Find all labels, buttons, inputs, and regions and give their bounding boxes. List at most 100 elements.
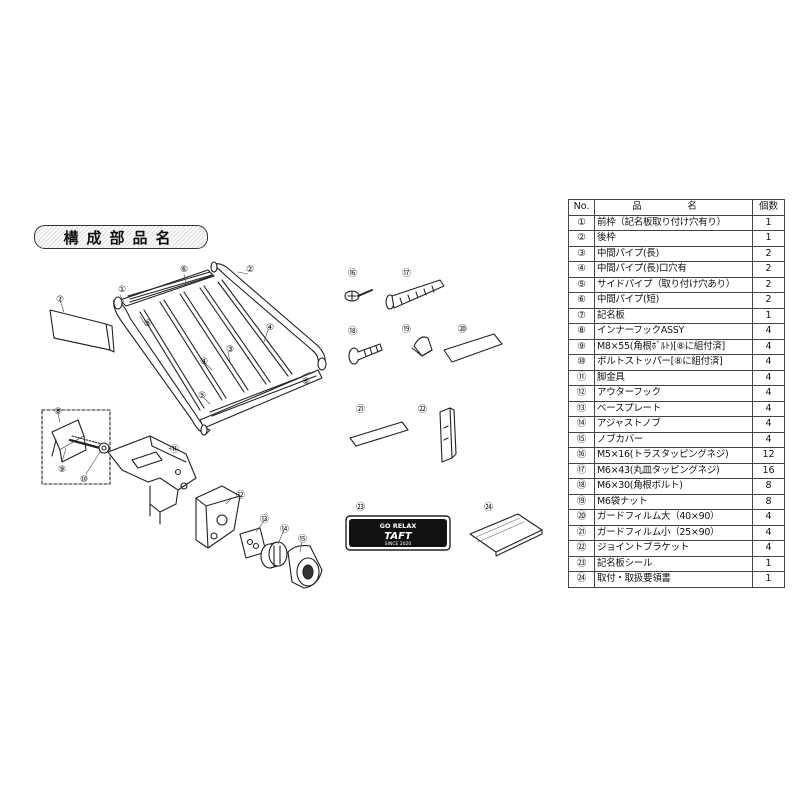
callout-24: ㉔ (484, 502, 493, 513)
guard-film-small-illustration (349, 421, 409, 447)
callout-15: ⑮ (298, 534, 307, 545)
cell-no: ① (568, 214, 595, 231)
table-header-row: No. 品 名 個数 (568, 199, 785, 216)
cell-no: ⑥ (568, 292, 595, 309)
cell-qty: 2 (752, 292, 785, 309)
callout-9: ⑨ (58, 465, 66, 475)
cell-no: ⑯ (568, 447, 595, 464)
callout-3: ③ (226, 345, 234, 355)
cell-no: ⑤ (568, 276, 595, 293)
cell-name: M6袋ナット (594, 493, 753, 510)
foot-bracket-illustration (107, 435, 197, 525)
cell-name: アジャストノブ (594, 416, 753, 433)
sticker-line3: SINCE 2020 (385, 541, 412, 547)
header-qty: 個数 (752, 199, 785, 216)
cell-no: ⑲ (568, 493, 595, 510)
callout-5b: ⑤ (198, 391, 206, 401)
cell-qty: 1 (752, 571, 785, 588)
cell-name: ノブカバー (594, 431, 753, 448)
cell-name: 取付・取扱要領書 (594, 571, 753, 588)
name-sticker-illustration (345, 515, 451, 551)
cell-qty: 2 (752, 245, 785, 262)
truss-screw-illustration (344, 289, 373, 302)
exploded-diagram: ① ② ③ ④ ④ ⑤ ⑤ ⑥ ⑥ ⑦ ⑧ ⑨ ⑩ ⑪ ⑫ ⑬ ⑭ ⑮ ⑯ ⑰ … (41, 261, 543, 589)
cell-qty: 8 (752, 478, 785, 495)
cell-name: M8×55(角根ﾎﾞﾙﾄ)[⑧に組付済] (594, 338, 753, 355)
cell-no: ⑮ (568, 431, 595, 448)
roof-rack-illustration (113, 261, 327, 436)
cell-no: ⑳ (568, 509, 595, 526)
cell-no: ⑦ (568, 307, 595, 324)
header-name: 品 名 (594, 199, 753, 216)
callout-14: ⑭ (280, 524, 289, 535)
cell-name: ボルトストッパー[⑧に組付済] (594, 354, 753, 371)
cell-name: ジョイントブラケット (594, 540, 753, 557)
cell-no: ㉒ (568, 540, 595, 557)
cell-name: M5×16(トラスタッピングネジ) (594, 447, 753, 464)
cell-qty: 12 (752, 447, 785, 464)
cell-name: ベースプレート (594, 400, 753, 417)
callout-21: ㉑ (356, 404, 365, 415)
cell-qty: 4 (752, 416, 785, 433)
callout-11: ⑪ (170, 444, 179, 455)
cell-qty: 4 (752, 354, 785, 371)
sticker-logo: TAFT (384, 531, 413, 542)
guard-film-large-illustration (443, 333, 503, 363)
cell-name: 記名板シール (594, 555, 753, 572)
cell-no: ⑰ (568, 462, 595, 479)
cell-qty: 4 (752, 338, 785, 355)
cell-name: 中間パイプ(長)口穴有 (594, 261, 753, 278)
callout-23: ㉓ (356, 502, 365, 513)
callout-4a: ④ (266, 323, 274, 333)
cell-qty: 4 (752, 431, 785, 448)
cell-name: 脚金具 (594, 369, 753, 386)
cell-no: ⑩ (568, 354, 595, 371)
adjust-knob-illustration (260, 541, 288, 569)
cell-name: 後枠 (594, 230, 753, 247)
callout-4b: ④ (200, 357, 208, 367)
callout-19: ⑲ (402, 324, 411, 335)
cell-qty: 4 (752, 369, 785, 386)
cell-no: ㉓ (568, 555, 595, 572)
cell-no: ㉔ (568, 571, 595, 588)
cell-name: 中間パイプ(短) (594, 292, 753, 309)
callout-8: ⑧ (54, 407, 62, 417)
callout-18: ⑱ (348, 326, 357, 337)
cell-name: 前枠（記名板取り付け穴有り） (594, 214, 753, 231)
cell-no: ② (568, 230, 595, 247)
callout-1: ① (118, 285, 126, 295)
cell-qty: 4 (752, 524, 785, 541)
cell-name: ガードフィルム大（40×90） (594, 509, 753, 526)
cell-name: ガードフィルム小（25×90） (594, 524, 753, 541)
sticker-line1: GO RELAX (380, 522, 417, 530)
cell-name: サイドパイプ（取り付け穴あり） (594, 276, 753, 293)
callout-13: ⑬ (260, 514, 269, 525)
callout-6b: ⑥ (302, 377, 310, 387)
cell-qty: 2 (752, 261, 785, 278)
cell-qty: 1 (752, 230, 785, 247)
cell-qty: 1 (752, 555, 785, 572)
cell-no: ⑭ (568, 416, 595, 433)
cell-no: ⑧ (568, 323, 595, 340)
callout-6a: ⑥ (180, 265, 188, 275)
